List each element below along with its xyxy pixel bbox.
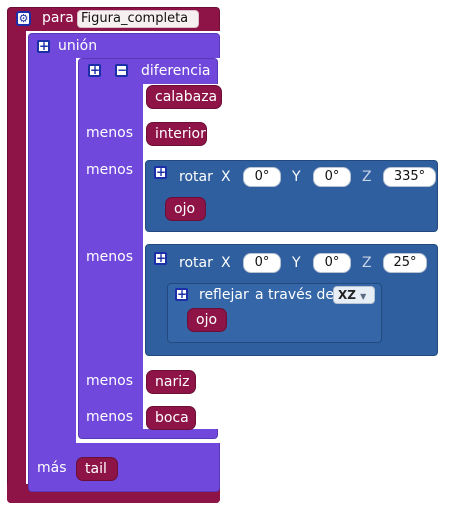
var-tail[interactable]: tail	[76, 457, 118, 481]
mirror-plus-icon[interactable]: +	[175, 287, 188, 301]
rotate-2-plus-icon[interactable]: +	[154, 251, 167, 265]
rotate-2-x-value[interactable]: 0°	[243, 253, 281, 273]
gear-icon[interactable]: ⚙	[16, 11, 31, 26]
procedure-name-field[interactable]: Figura_completa	[77, 10, 199, 28]
mirror-axis-value: XZ	[338, 288, 356, 302]
procedure-label: para	[42, 10, 74, 26]
rotate-1-z-value[interactable]: 335°	[383, 167, 436, 187]
var-ojo-2[interactable]: ojo	[187, 308, 227, 332]
minus-label-3: menos	[86, 249, 133, 265]
minus-label-4: menos	[86, 373, 133, 389]
minus-label-5: menos	[86, 409, 133, 425]
minus-label-1: menos	[86, 125, 133, 141]
rotate-1-label: rotar	[179, 169, 213, 185]
rotate-2-y-label: Y	[292, 255, 301, 271]
union-plus-icon[interactable]: +	[37, 39, 50, 53]
var-ojo-1[interactable]: ojo	[165, 197, 206, 221]
rotate-1-y-value[interactable]: 0°	[313, 167, 351, 187]
rotate-1-z-label: Z	[362, 169, 372, 185]
rotate-1-y-label: Y	[292, 169, 301, 185]
var-nariz[interactable]: nariz	[146, 370, 196, 394]
union-label: unión	[58, 38, 98, 54]
var-calabaza[interactable]: calabaza	[146, 85, 222, 109]
more-label: más	[37, 460, 67, 476]
difference-plus-icon[interactable]: +	[88, 63, 101, 77]
var-interior[interactable]: interior	[146, 122, 207, 146]
rotate-2-label: rotar	[179, 255, 213, 271]
var-boca[interactable]: boca	[146, 406, 196, 430]
rotate-2-x-label: X	[221, 255, 231, 271]
rotate-1-plus-icon[interactable]: +	[154, 165, 167, 179]
mirror-via-label: a través de	[255, 287, 334, 303]
rotate-2-z-label: Z	[362, 255, 372, 271]
rotate-1-x-label: X	[221, 169, 231, 185]
difference-label: diferencia	[141, 63, 211, 79]
rotate-2-z-value[interactable]: 25°	[383, 253, 427, 273]
difference-minus-icon[interactable]: −	[115, 63, 128, 77]
mirror-axis-dropdown[interactable]: XZ ▼	[333, 286, 375, 304]
rotate-2-y-value[interactable]: 0°	[313, 253, 351, 273]
rotate-1-x-value[interactable]: 0°	[243, 167, 281, 187]
minus-label-2: menos	[86, 162, 133, 178]
mirror-label: reflejar	[199, 287, 249, 303]
dropdown-arrow-icon: ▼	[360, 292, 367, 301]
